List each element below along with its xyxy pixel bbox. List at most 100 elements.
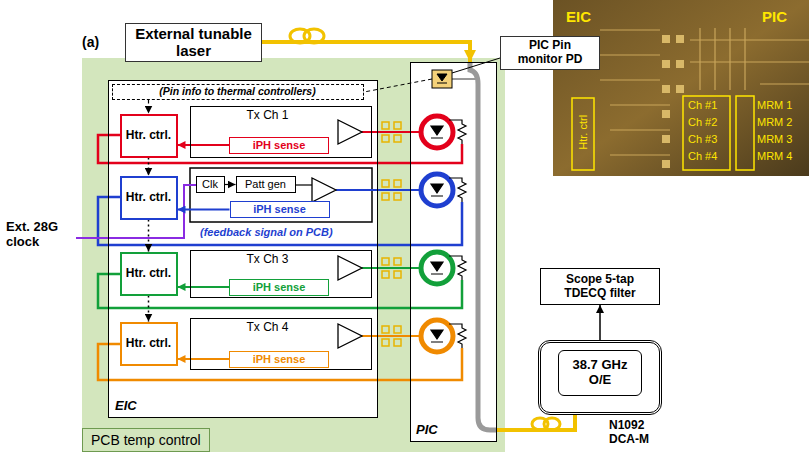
chip-photo xyxy=(600,28,809,155)
bond-pad xyxy=(394,180,401,187)
node-text: Scope 5-tap TDECQ filter xyxy=(555,273,645,301)
driver-amplifier xyxy=(338,120,362,144)
bond-pad xyxy=(394,258,401,265)
text-label: (feedback signal on PCB) xyxy=(198,226,335,239)
eic-ground xyxy=(108,80,378,418)
chip-photo xyxy=(690,28,809,90)
pic-chip: PIC xyxy=(410,62,497,442)
photo-label: MRM 3 xyxy=(757,133,792,146)
chip-photo xyxy=(572,98,594,170)
tx-channel-box xyxy=(190,168,372,222)
driver-amplifier xyxy=(338,256,362,280)
resistor-symbol xyxy=(449,120,466,144)
node-text: iPH sense xyxy=(253,281,306,294)
node-text: Htr. ctrl. xyxy=(126,191,171,205)
microring-modulator xyxy=(421,320,453,352)
connector xyxy=(148,220,150,252)
node-text: iPH sense xyxy=(253,353,306,366)
node-text: PIC xyxy=(416,423,438,438)
microring-modulator xyxy=(421,116,453,352)
node-text: EIC xyxy=(115,399,137,414)
chip-photo xyxy=(662,35,684,168)
chip-photo xyxy=(553,0,809,176)
connector xyxy=(148,296,150,322)
bond-pad xyxy=(382,180,389,187)
chip-photo xyxy=(676,85,684,93)
microring-modulator xyxy=(421,252,453,284)
node-text: N1092 DCA-M xyxy=(609,419,671,447)
chip-photo xyxy=(662,85,670,93)
node-text: External tunable laser xyxy=(126,25,261,60)
photo-label: Htr. ctrl xyxy=(577,107,590,157)
node-text: Clk xyxy=(202,178,218,191)
heater-controller: Htr. ctrl. xyxy=(120,322,178,366)
connector xyxy=(178,209,230,211)
bond-pad xyxy=(394,135,401,142)
microring-modulator xyxy=(421,116,453,148)
receiver-box: 38.7 GHz O/E xyxy=(558,350,642,396)
driver-amplifier xyxy=(338,324,362,348)
chip-photo xyxy=(676,60,684,68)
bond-pad xyxy=(394,122,401,129)
bus-waveguide xyxy=(470,62,497,430)
pic-ground xyxy=(410,62,497,442)
chip-photo xyxy=(662,135,670,143)
photodiode-symbol xyxy=(431,126,443,138)
connector xyxy=(148,100,149,114)
bond-pad xyxy=(394,326,401,333)
leader-line xyxy=(452,58,500,73)
sense-block: iPH sense xyxy=(229,137,329,154)
sense-block: iPH sense xyxy=(229,279,329,296)
photo-label: PIC xyxy=(762,8,787,25)
photo-label: Ch #3 xyxy=(688,133,717,146)
bond-pad xyxy=(394,271,401,278)
bond-pad xyxy=(382,339,389,346)
bond-pad xyxy=(382,271,389,278)
photo-label: Ch #2 xyxy=(688,116,717,129)
bond-pad xyxy=(382,122,389,129)
node-text: PCB temp control xyxy=(82,428,210,452)
resistor-symbol xyxy=(449,178,466,202)
pattern-generator: Patt gen xyxy=(236,176,296,193)
connector xyxy=(178,358,230,360)
photodiode-symbol xyxy=(431,126,443,342)
pcb-region: PCB temp control EIC (Pin info to thermal … xyxy=(82,58,505,452)
chip-photo xyxy=(662,35,670,43)
bond-pad xyxy=(382,193,389,200)
node-text: Htr. ctrl. xyxy=(126,337,171,351)
connector xyxy=(262,42,470,62)
bond-pad xyxy=(382,258,389,265)
chip-photo xyxy=(662,60,670,68)
heater-controller: Htr. ctrl. xyxy=(120,114,178,158)
driver-amplifier xyxy=(312,178,336,202)
node-text: (Pin info to thermal controllers) xyxy=(159,85,315,97)
eic-chip: EIC (Pin info to thermal controllers) Htr.… xyxy=(108,80,378,418)
tx-channel: Tx Ch 3iPH sense xyxy=(190,250,372,298)
photodiode-symbol xyxy=(431,262,443,274)
connector xyxy=(178,286,230,288)
photo-label: Ch #4 xyxy=(688,150,717,163)
instrument-box: N1092 DCA-M38.7 GHz O/E xyxy=(538,340,662,415)
chip-photo xyxy=(662,160,670,168)
driver-output xyxy=(336,189,421,191)
tx-channel: Tx Ch 4iPH sense xyxy=(190,318,372,370)
photo-label: MRM 1 xyxy=(757,99,792,112)
bond-pad xyxy=(394,339,401,346)
node-text: iPH sense xyxy=(253,203,306,216)
node-text: Tx Ch 1 xyxy=(247,109,289,123)
photodiode-symbol xyxy=(437,74,447,83)
bond-pad xyxy=(382,122,401,346)
heater-controller: Htr. ctrl. xyxy=(120,252,178,296)
tx-channel: Tx Ch 1 iPH sense xyxy=(190,106,372,158)
microring-modulator xyxy=(421,174,453,206)
instrument-box: External tunable laser xyxy=(125,23,262,62)
chip-photo xyxy=(676,35,684,43)
node-text: Htr. ctrl. xyxy=(126,267,171,281)
connector xyxy=(148,158,150,176)
chip-photo xyxy=(572,96,754,170)
photodiode-symbol xyxy=(431,184,443,196)
info-box: (Pin info to thermal controllers) xyxy=(112,84,364,100)
node-text: Patt gen xyxy=(245,178,286,191)
